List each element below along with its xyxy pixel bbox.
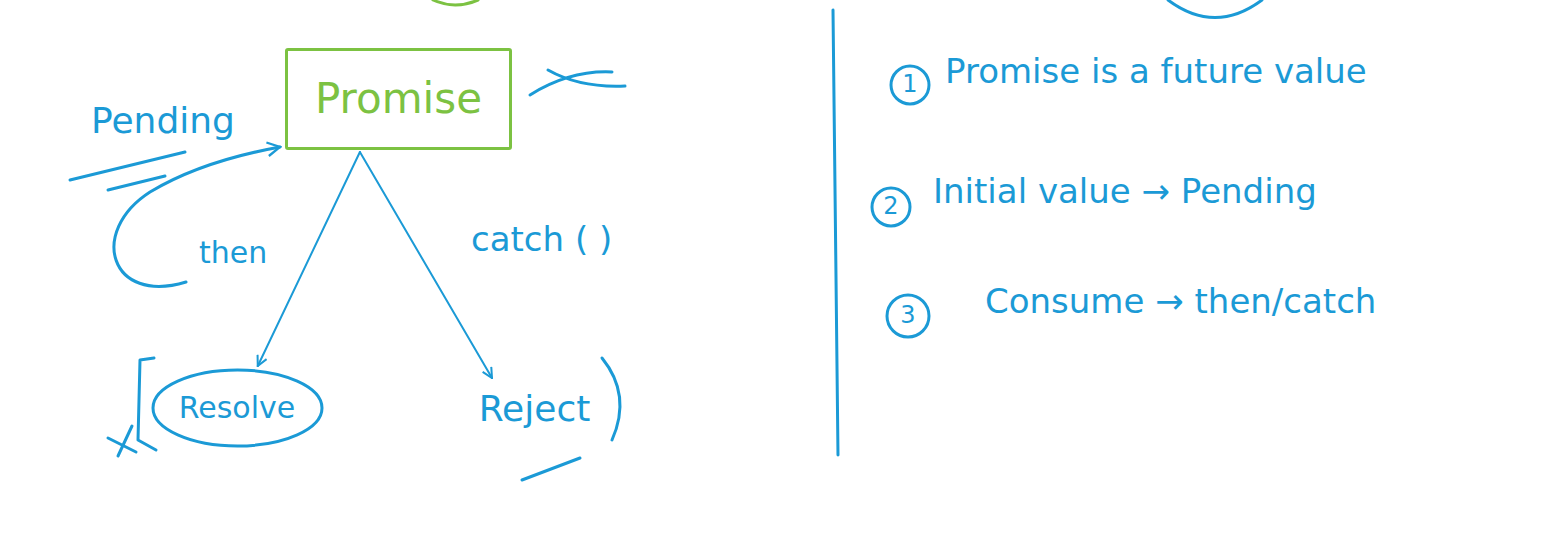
- note-text: Consume → then/catch: [982, 282, 1379, 321]
- number-circle: [891, 66, 929, 104]
- node-text: Promise: [315, 75, 482, 123]
- ellipse-outline: [153, 370, 322, 446]
- arrow-connector: [258, 152, 360, 366]
- callout-number: 3: [897, 302, 918, 330]
- state-ellipse: Resolve: [151, 368, 324, 448]
- arrow-connector: [360, 152, 492, 378]
- number-circle: [872, 188, 910, 226]
- underline: [70, 152, 185, 180]
- divider-line: [833, 10, 838, 455]
- note-text: Promise is a future value: [942, 52, 1370, 91]
- partial-circle: [1168, 0, 1262, 18]
- note-text: Initial value → Pending: [930, 172, 1320, 211]
- promise-box: Promise: [285, 48, 512, 150]
- partial-circle: [433, 0, 478, 5]
- underline: [522, 458, 580, 480]
- callout-number: 2: [880, 193, 901, 221]
- edge-label: catch ( ): [468, 220, 615, 259]
- node-text: Resolve: [179, 391, 295, 426]
- edge-label: then: [196, 236, 270, 271]
- cross-mark: [530, 70, 625, 95]
- state-label: Pending: [88, 100, 238, 141]
- node-text: Reject: [479, 388, 591, 429]
- cross-mark: [108, 426, 136, 456]
- state-text: Reject: [472, 380, 597, 438]
- loop-arrow: [114, 147, 280, 286]
- number-circle: [887, 295, 929, 337]
- callout-number: 1: [899, 71, 920, 99]
- bracket: [602, 358, 620, 440]
